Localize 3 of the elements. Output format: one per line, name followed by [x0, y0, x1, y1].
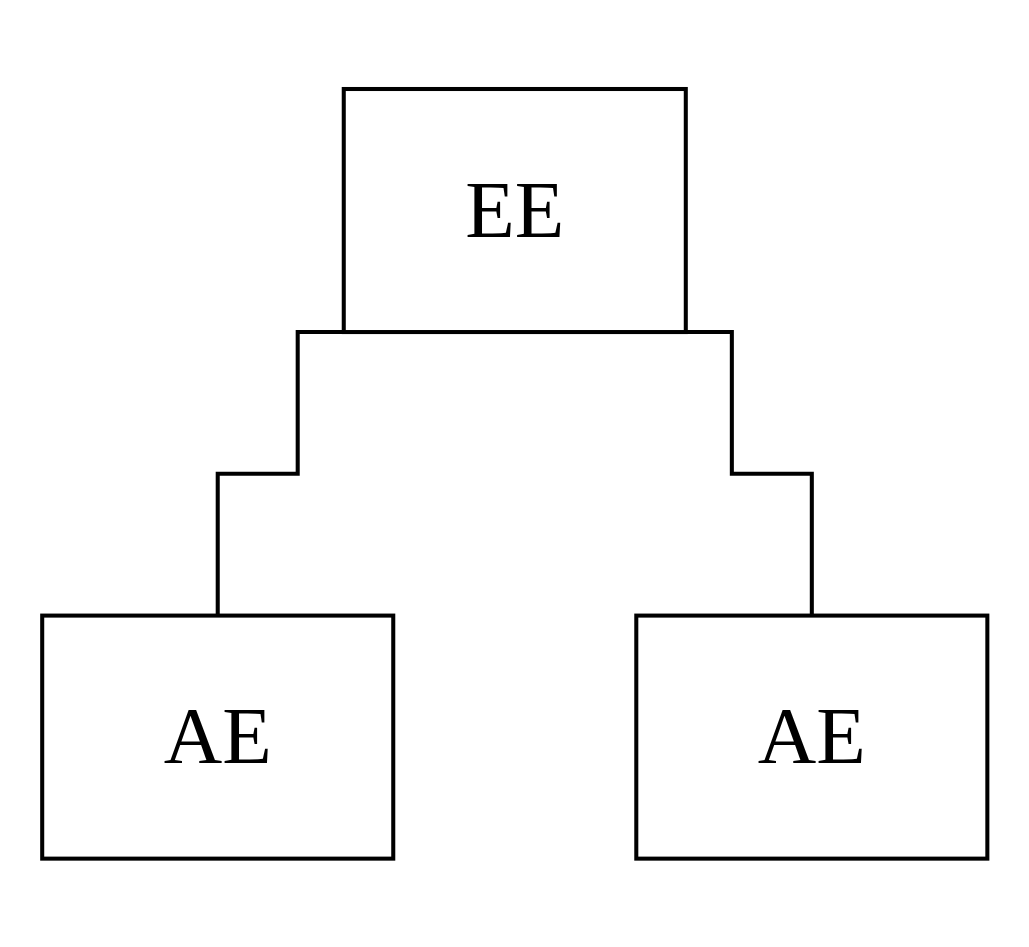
- node-box: AE: [634, 613, 990, 861]
- node-box: AE: [39, 613, 395, 861]
- node-box: EE: [341, 86, 688, 334]
